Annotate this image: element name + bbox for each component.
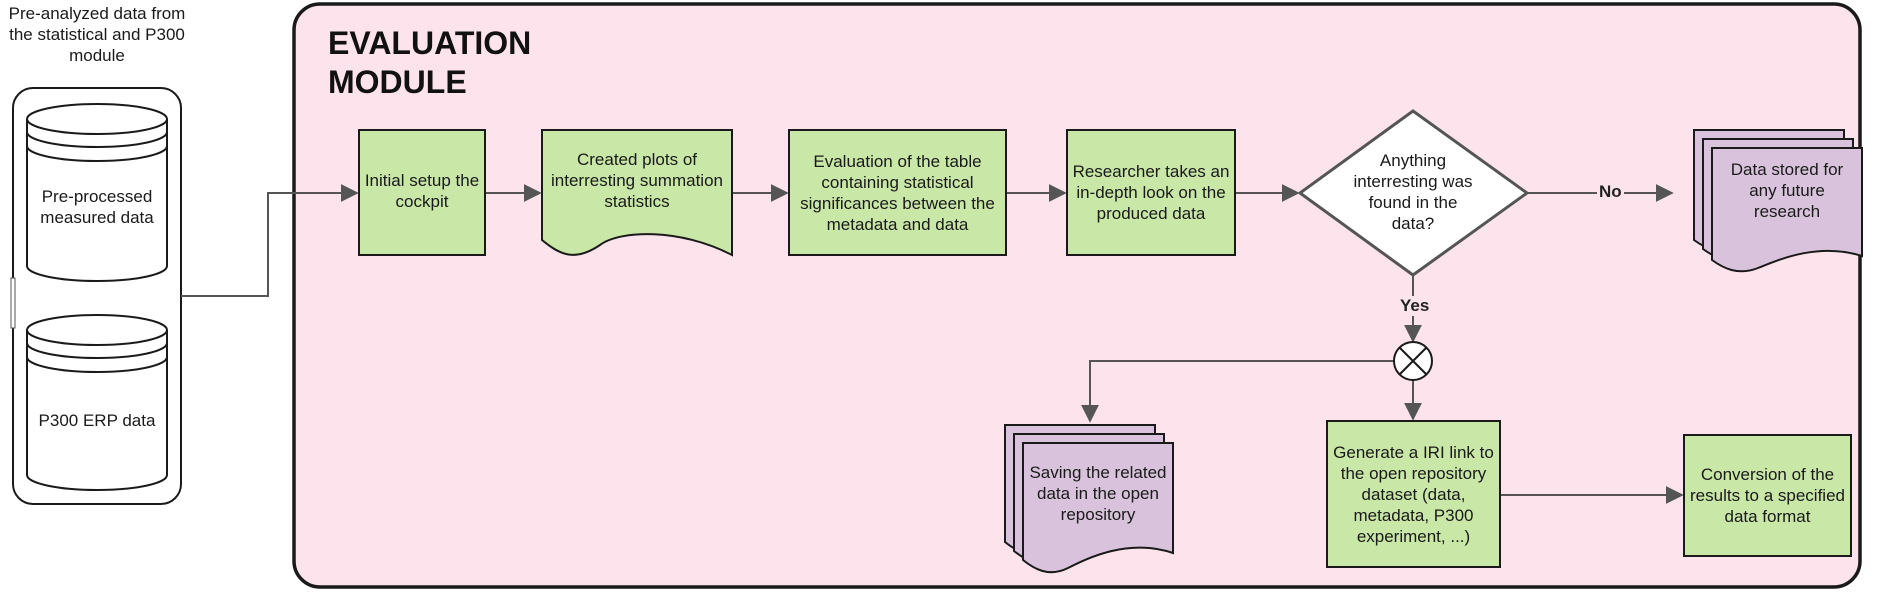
module-title: EVALUATION MODULE — [328, 25, 532, 100]
label-decision: Anything interresting was found in the d… — [1353, 151, 1473, 233]
input-group-handle — [10, 277, 16, 329]
process-generate-iri — [1326, 420, 1501, 568]
connector-input-to-setup — [181, 184, 359, 297]
label-evaluation-table: Evaluation of the table containing stati… — [800, 151, 995, 234]
process-evaluation-table — [788, 129, 1007, 256]
edge-label-yes: Yes — [1398, 296, 1432, 316]
database-label-preprocessed: Pre-processed measured data — [40, 187, 154, 227]
decision-interesting-found — [1297, 109, 1530, 277]
label-researcher-review: Researcher takes an in-depth look on the… — [1072, 162, 1230, 223]
label-saving-repository: Saving the related data in the open repo… — [1029, 462, 1167, 524]
database-cylinder-preprocessed — [26, 103, 168, 282]
label-created-plots: Created plots of interresting summation … — [551, 149, 723, 211]
database-cylinder-p300 — [26, 314, 168, 491]
input-caption: Pre-analyzed data from the statistical a… — [8, 3, 186, 65]
document-created-plots — [541, 129, 733, 257]
label-conversion: Conversion of the results to a specified… — [1690, 465, 1845, 526]
database-label-p300: P300 ERP data — [38, 410, 156, 430]
process-initial-setup — [358, 129, 486, 256]
multidocument-saving-repository — [1004, 424, 1174, 574]
label-initial-setup: Initial setup the cockpit — [364, 171, 480, 211]
junction-or-symbol — [1393, 341, 1433, 381]
process-researcher-review — [1066, 129, 1236, 256]
label-data-stored: Data stored for any future research — [1730, 159, 1844, 221]
multidocument-data-stored — [1693, 129, 1863, 273]
process-conversion — [1683, 434, 1852, 557]
connector-junction-to-saving — [1081, 360, 1394, 423]
label-generate-iri: Generate a IRI link to the open reposito… — [1333, 442, 1494, 546]
edge-label-no: No — [1597, 182, 1624, 202]
